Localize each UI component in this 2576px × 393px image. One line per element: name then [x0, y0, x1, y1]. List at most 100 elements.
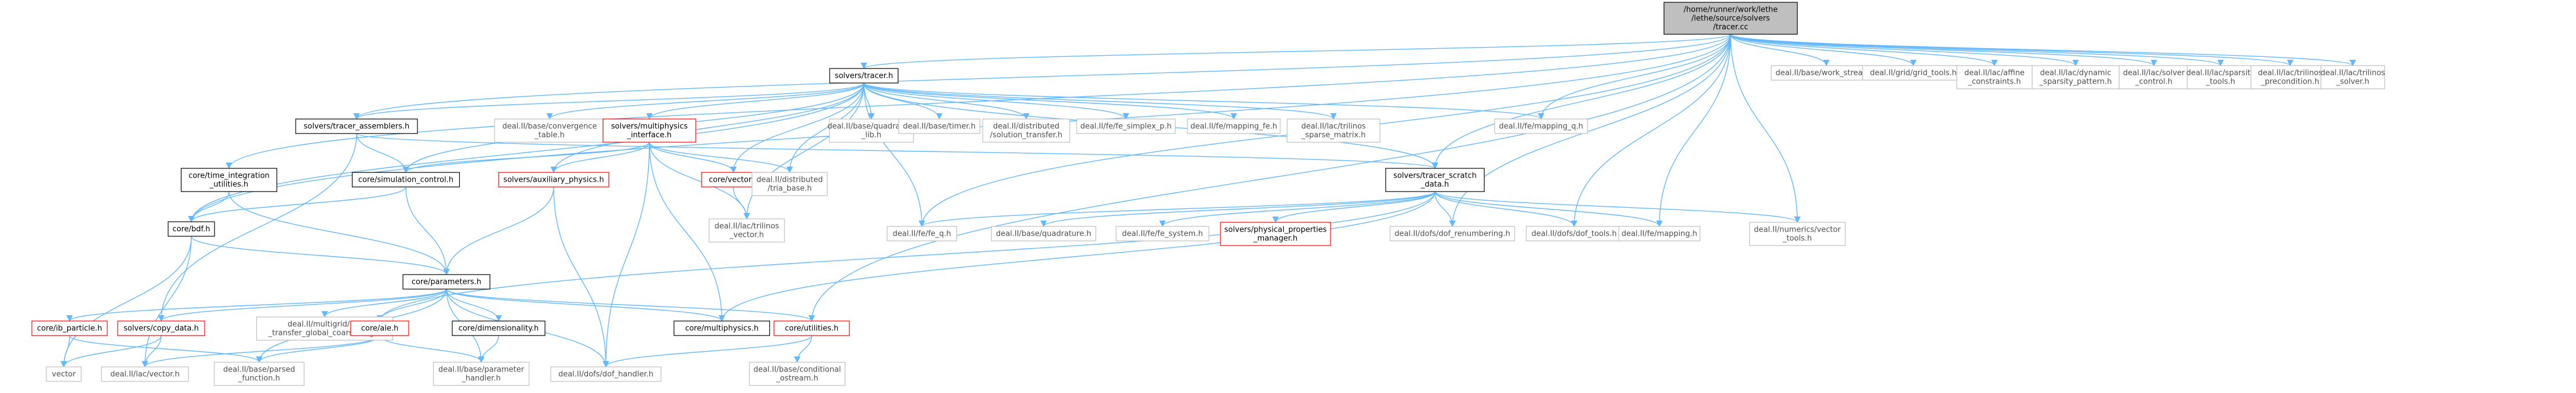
node-convergence_table: deal.II/base/convergence_table.h	[494, 118, 605, 143]
edge-root-to-sparsity_tools	[1730, 34, 2224, 67]
edge-tracer_h-to-tria_base	[786, 82, 864, 174]
edge-tracer_scratch-to-fe_system	[1159, 191, 1436, 228]
edge-simulation_control-to-bdf	[188, 186, 406, 223]
node-utilities[interactable]: core/utilities.h	[773, 320, 850, 336]
edge-tracer_h-to-core_vector	[730, 82, 864, 174]
node-label-conditional_ostream-1: _ostream.h	[776, 374, 818, 383]
node-label-convergence_table-0: deal.II/base/convergence	[502, 122, 597, 131]
node-physical_properties[interactable]: solvers/physical_properties_manager.h	[1220, 222, 1331, 246]
node-box-mapping_fe	[1187, 118, 1281, 134]
edge-root-to-affine_constraints	[1730, 34, 1998, 67]
node-lac_vector: deal.II/lac/vector.h	[101, 366, 189, 382]
edge-multiphysics_interface-to-auxiliary_physics	[550, 142, 650, 174]
node-dynamic_sparsity: deal.II/lac/dynamic_sparsity_pattern.h	[2032, 65, 2120, 89]
node-box-mapping	[1618, 226, 1701, 241]
edge-root-to-solver_control	[1730, 34, 2157, 67]
node-label-solver_control-1: _control.h	[2135, 78, 2172, 86]
node-label-fe_system-0: deal.II/fe/fe_system.h	[1122, 230, 1202, 239]
edge-tracer_scratch-to-vector_tools	[1434, 191, 1801, 223]
node-box-affine_constraints	[1956, 65, 2033, 89]
edge-tracer_scratch-to-mapping	[1434, 191, 1663, 228]
node-label-timer-0: deal.II/base/timer.h	[903, 122, 975, 131]
node-trilinos_solver: deal.II/lac/trilinos_solver.h	[2320, 65, 2385, 89]
edge-tracer_scratch-to-dof_tools	[1434, 191, 1578, 228]
node-label-root-2: /tracer.cc	[1713, 23, 1749, 32]
edge-tracer_scratch-to-fe_q	[918, 191, 1436, 228]
node-box-fe_q	[886, 226, 957, 241]
node-label-bdf-0: core/bdf.h	[172, 225, 210, 234]
node-grid_tools: deal.II/grid/grid_tools.h	[1862, 65, 1965, 81]
node-label-parsed_function-1: _function.h	[238, 374, 280, 383]
node-box-dof_tools	[1525, 226, 1623, 241]
edge-tracer_assemblers-to-simulation_control	[356, 133, 409, 174]
node-label-utilities-0: core/utilities.h	[785, 325, 839, 333]
edge-multiphysics_interface-to-simulation_control	[402, 142, 650, 174]
node-dof_handler: deal.II/dofs/dof_handler.h	[550, 366, 662, 382]
edge-root-to-trilinos_solver	[1730, 34, 2356, 67]
node-box-multiphysics_interface	[602, 118, 696, 143]
node-label-multiphysics_interface-1: _interface.h	[627, 131, 672, 140]
node-label-solution_transfer-1: /solution_transfer.h	[990, 131, 1063, 140]
node-dimensionality[interactable]: core/dimensionality.h	[452, 320, 546, 336]
node-multiphysics[interactable]: core/multiphysics.h	[673, 320, 771, 336]
edge-tracer_h-to-timer	[863, 82, 943, 120]
node-simulation_control[interactable]: core/simulation_control.h	[351, 172, 460, 188]
node-trilinos_sparse_matrix: deal.II/lac/trilinos_sparse_matrix.h	[1287, 118, 1380, 143]
node-dof_renumbering: deal.II/dofs/dof_renumbering.h	[1389, 226, 1516, 241]
node-label-dof_renumbering-0: deal.II/dofs/dof_renumbering.h	[1394, 230, 1510, 239]
edge-root-to-grid_tools	[1730, 34, 1917, 67]
node-box-simulation_control	[351, 172, 460, 188]
node-box-timer	[898, 118, 980, 134]
node-tracer_scratch[interactable]: solvers/tracer_scratch_data.h	[1385, 168, 1485, 192]
node-label-dimensionality-0: core/dimensionality.h	[459, 325, 539, 333]
node-fe_system: deal.II/fe/fe_system.h	[1116, 226, 1209, 241]
node-auxiliary_physics[interactable]: solvers/auxiliary_physics.h	[498, 172, 609, 188]
edge-root-to-time_integration	[226, 34, 1731, 170]
node-label-vector_tools-1: _tools.h	[1782, 235, 1812, 243]
edge-parameters-to-ale	[376, 289, 447, 322]
edge-parameters-to-utilities	[446, 289, 815, 322]
edge-tracer_h-to-tracer_assemblers	[353, 82, 864, 120]
edge-tracer_scratch-to-ale	[376, 191, 1436, 322]
node-tracer_h[interactable]: solvers/tracer.h	[829, 68, 899, 84]
node-label-vector_tools-0: deal.II/numerics/vector	[1754, 226, 1841, 235]
node-box-parameter_handler	[433, 362, 530, 386]
node-box-parameters	[402, 274, 491, 290]
node-bdf[interactable]: core/bdf.h	[168, 221, 215, 237]
node-tracer_assemblers[interactable]: solvers/tracer_assemblers.h	[295, 118, 418, 134]
node-label-tria_base-0: deal.II/distributed	[757, 176, 823, 185]
node-label-core_vector-0: core/vector.h	[709, 176, 758, 185]
node-solution_transfer: deal.II/distributed/solution_transfer.h	[982, 118, 1070, 143]
node-box-sparsity_tools	[2186, 65, 2255, 89]
edge-parameters-to-dimensionality	[446, 289, 502, 322]
node-label-multiphysics_interface-0: solvers/multiphysics	[611, 122, 688, 131]
edge-root-to-work_stream	[1730, 34, 1830, 67]
node-label-affine_constraints-0: deal.II/lac/affine	[1964, 69, 2025, 78]
node-box-mapping_q	[1494, 118, 1588, 134]
node-mapping: deal.II/fe/mapping.h	[1618, 226, 1701, 241]
node-multiphysics_interface[interactable]: solvers/multiphysics_interface.h	[602, 118, 696, 143]
node-box-vector	[46, 366, 82, 382]
edge-multiphysics_interface-to-tria_base	[649, 142, 793, 174]
node-ale[interactable]: core/ale.h	[350, 320, 409, 336]
node-label-conditional_ostream-0: deal.II/base/conditional	[753, 366, 841, 374]
node-time_integration[interactable]: core/time_integration_utilities.h	[180, 168, 278, 192]
node-ib_particle[interactable]: core/ib_particle.h	[31, 320, 108, 336]
node-box-dimensionality	[452, 320, 546, 336]
node-box-tracer_assemblers	[295, 118, 418, 134]
edge-root-to-dynamic_sparsity	[1730, 34, 2079, 67]
node-box-trilinos_precondition	[2250, 65, 2330, 89]
node-root[interactable]: /home/runner/work/lethe/lethe/source/sol…	[1663, 2, 1798, 35]
node-parameters[interactable]: core/parameters.h	[402, 274, 491, 290]
node-label-mg_transfer-0: deal.II/multigrid/mg	[288, 320, 362, 329]
node-affine_constraints: deal.II/lac/affine_constraints.h	[1956, 65, 2033, 89]
edge-time_integration-to-parameters	[228, 191, 450, 276]
node-box-root	[1663, 2, 1798, 35]
node-label-vector-0: vector	[52, 370, 76, 379]
edge-dimensionality-to-parameter_handler	[478, 335, 499, 363]
edge-tracer_h-to-solution_transfer	[863, 82, 1030, 120]
node-layer: /home/runner/work/lethe/lethe/source/sol…	[31, 2, 2385, 386]
node-sparsity_tools: deal.II/lac/sparsity_tools.h	[2186, 65, 2255, 89]
node-label-ale-0: core/ale.h	[361, 325, 399, 333]
node-copy_data[interactable]: solvers/copy_data.h	[117, 320, 205, 336]
